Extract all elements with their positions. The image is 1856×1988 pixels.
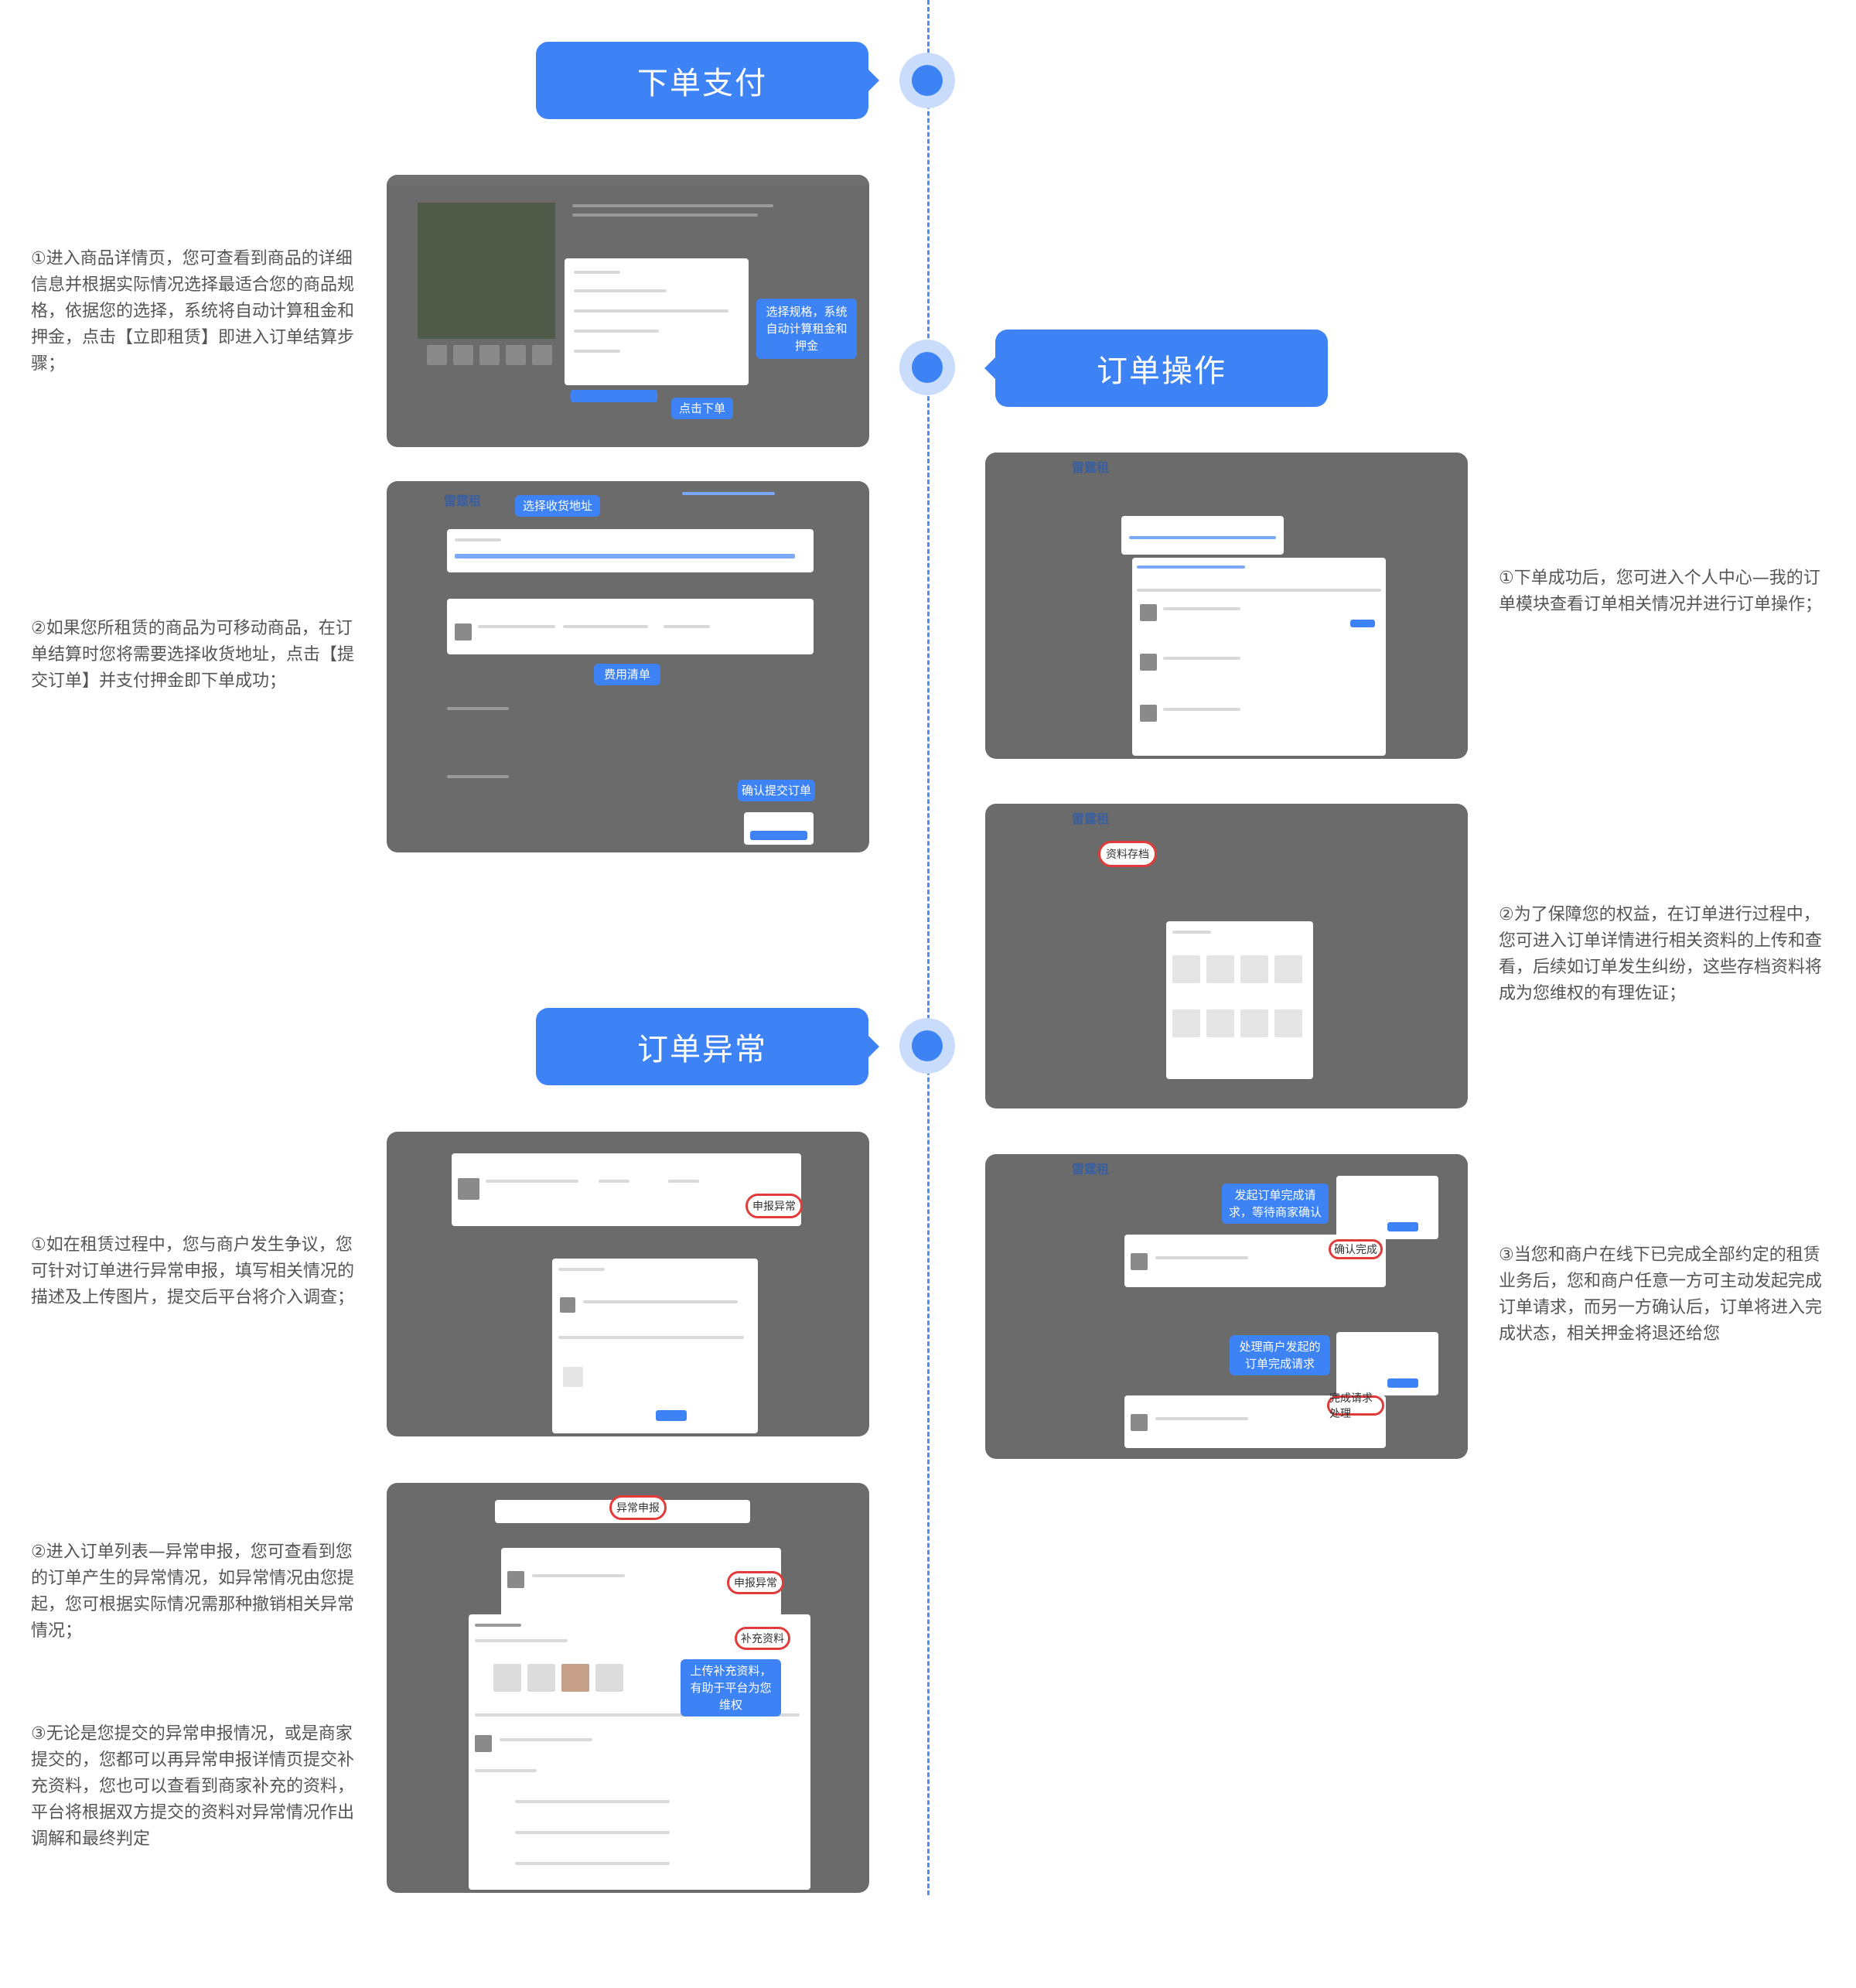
spec-selection-dialog[interactable]	[565, 258, 749, 402]
order-list-card	[1132, 558, 1386, 756]
site-logo: 雷霆租	[444, 494, 482, 508]
section-title-order-operation: 订单操作	[984, 330, 1328, 407]
order-items-card	[447, 599, 814, 654]
desc-complete-order: ③当您和商户在线下已完成全部约定的租赁业务后，您和商户任意一方可主动发起完成订单…	[1499, 1245, 1823, 1344]
product-image	[418, 203, 555, 339]
timeline-node-payment	[899, 53, 955, 108]
confirm-complete-dialog-2[interactable]	[1336, 1332, 1438, 1395]
confirm-complete-dialog-1[interactable]	[1336, 1176, 1438, 1239]
exception-form-dialog[interactable]	[552, 1259, 758, 1433]
screenshot-checkout: 雷霆租 选择收货地址 费用清单 确认提交订单	[387, 481, 869, 852]
mock-top-nav	[387, 175, 869, 186]
callout-select-spec: 选择规格，系统自动计算租金和押金	[756, 299, 857, 359]
callout-fee-list: 费用清单	[594, 664, 660, 685]
desc-report-exception: ①如在租赁过程中，您与商户发生争议，您可针对订单进行异常申报，填写相关情况的描述…	[31, 1235, 355, 1307]
timeline-node-exception	[899, 1018, 955, 1074]
section-title-order-exception: 订单异常	[536, 1008, 879, 1085]
callout-select-address: 选择收货地址	[515, 495, 600, 517]
confirm-complete-highlight[interactable]: 确认完成	[1329, 1239, 1383, 1259]
screenshot-archive: 雷霆租 资料存档	[985, 804, 1468, 1108]
timeline-line	[927, 0, 930, 1895]
exception-detail-card	[469, 1614, 810, 1890]
desc-product-detail: ①进入商品详情页，您可查看到商品的详细信息并根据实际情况选择最适合您的商品规格，…	[31, 249, 355, 374]
screenshot-exception-detail: 异常申报 申报异常 补充资料 上传补充资料，有助于平台为您维权	[387, 1483, 869, 1893]
archive-dialog	[1166, 921, 1313, 1079]
exception-report-tab-highlight[interactable]: 异常申报	[609, 1495, 667, 1520]
address-card[interactable]	[447, 529, 814, 572]
screenshot-report-exception: 申报异常	[387, 1132, 869, 1436]
callout-click-order: 点击下单	[671, 398, 733, 419]
callout-confirm-submit: 确认提交订单	[738, 780, 815, 801]
desc-archive: ②为了保障您的权益，在订单进行过程中，您可进入订单详情进行相关资料的上传和查看，…	[1499, 905, 1823, 1003]
submit-order-card[interactable]	[744, 812, 814, 845]
archive-tab-highlight[interactable]: 资料存档	[1098, 841, 1157, 867]
callout-handle-merchant: 处理商户发起的订单完成请求	[1230, 1335, 1330, 1375]
submit-exception-button[interactable]	[656, 1410, 687, 1421]
exception-order-card	[452, 1153, 801, 1226]
desc-exception-list: ②进入订单列表—异常申报，您可查看到您的订单产生的异常情况，如异常情况由您提起，…	[31, 1542, 355, 1641]
report-exception-highlight-2[interactable]: 申报异常	[727, 1571, 784, 1594]
supplement-button-highlight[interactable]: 补充资料	[735, 1627, 790, 1650]
callout-upload-supplement: 上传补充资料，有助于平台为您维权	[681, 1659, 781, 1716]
desc-exception-supplement: ③无论是您提交的异常申报情况，或是商家提交的，您都可以再异常申报详情页提交补充资…	[31, 1724, 355, 1849]
screenshot-product-detail: 选择规格，系统自动计算租金和押金 点击下单	[387, 175, 869, 447]
report-exception-highlight[interactable]: 申报异常	[745, 1194, 803, 1218]
timeline-node-operation	[899, 340, 955, 395]
order-action-button[interactable]	[1350, 620, 1375, 627]
order-type-tabs[interactable]	[1121, 516, 1284, 555]
complete-handle-highlight[interactable]: 完成请求处理	[1327, 1392, 1384, 1420]
submit-order-button[interactable]	[750, 831, 807, 840]
screenshot-complete-order: 雷霆租 发起订单完成请求，等待商家确认 确认完成 处理商户发起的订单完成请求 完…	[985, 1154, 1468, 1459]
callout-start-complete: 发起订单完成请求，等待商家确认	[1222, 1184, 1329, 1224]
desc-my-orders: ①下单成功后，您可进入个人中心—我的订单模块查看订单相关情况并进行订单操作；	[1499, 569, 1823, 614]
rent-now-button[interactable]	[571, 390, 657, 402]
desc-checkout: ②如果您所租赁的商品为可移动商品，在订单结算时您将需要选择收货地址，点击【提交订…	[31, 619, 355, 691]
screenshot-my-orders: 雷霆租	[985, 453, 1468, 759]
section-title-order-payment: 下单支付	[536, 42, 879, 119]
